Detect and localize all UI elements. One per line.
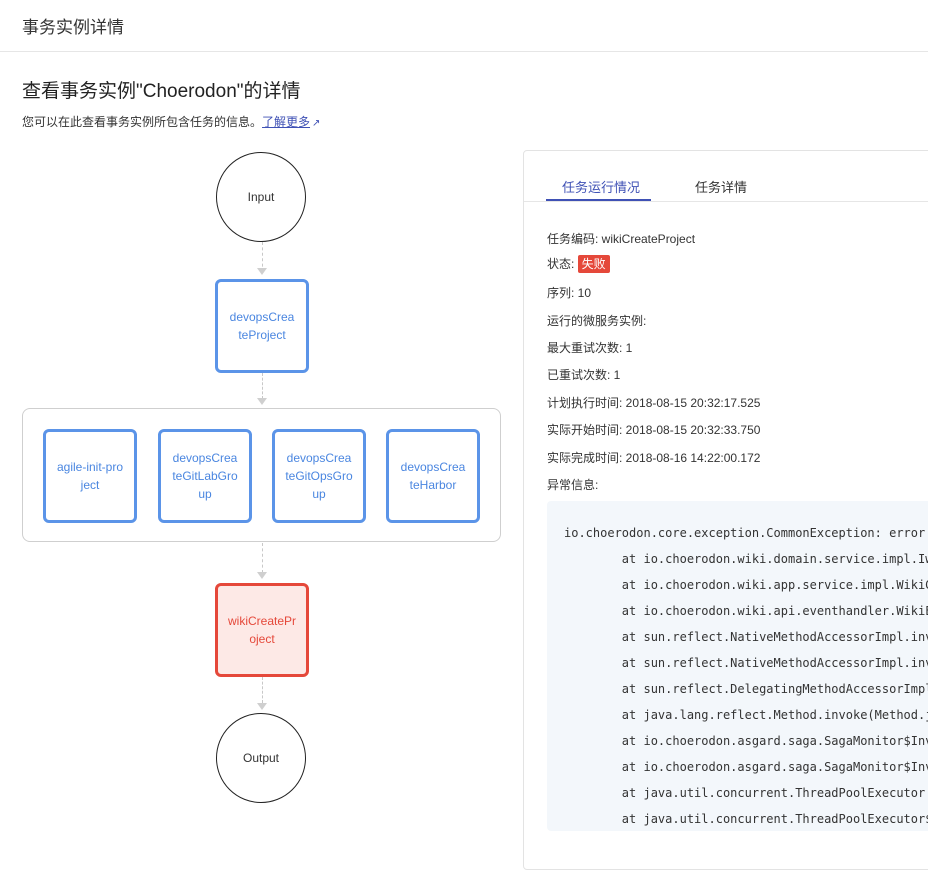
arrow-down-icon <box>257 572 267 579</box>
tab-task-details[interactable]: 任务详情 <box>695 180 748 195</box>
connector <box>262 373 263 399</box>
stacktrace-text: io.choerodon.core.exception.CommonExcept… <box>564 526 928 826</box>
connector <box>262 242 263 272</box>
exception-label: 异常信息: <box>547 478 599 492</box>
flow-input-node[interactable]: Input <box>216 152 306 242</box>
flow-node-devops-create-project[interactable]: devopsCreateProject <box>215 279 309 373</box>
flow-output-node[interactable]: Output <box>216 713 306 803</box>
page-title: 查看事务实例"Choerodon"的详情 <box>22 81 301 102</box>
task-max-retry: 最大重试次数: 1 <box>547 341 633 355</box>
connector <box>262 543 263 573</box>
task-detail-panel: 任务运行情况 任务详情 任务编码: wikiCreateProject 状态: … <box>523 150 928 870</box>
task-status: 状态: 失败 <box>547 255 610 273</box>
flow-node-devops-create-gitops-group[interactable]: devopsCreateGitOpsGroup <box>272 429 366 523</box>
connector <box>262 677 263 703</box>
task-sequence: 序列: 10 <box>547 286 592 300</box>
top-bar: 事务实例详情 <box>0 0 928 52</box>
task-retried: 已重试次数: 1 <box>547 368 621 382</box>
parallel-task-group <box>22 408 501 542</box>
flow-node-devops-create-harbor[interactable]: devopsCreateHarbor <box>386 429 480 523</box>
arrow-down-icon <box>257 268 267 275</box>
status-badge: 失败 <box>577 255 610 273</box>
flow-node-wiki-create-project[interactable]: wikiCreateProject <box>215 583 309 677</box>
tab-run-status[interactable]: 任务运行情况 <box>562 180 641 195</box>
header-title: 事务实例详情 <box>22 18 124 37</box>
external-link-icon: ↗ <box>312 118 321 129</box>
tab-bar: 任务运行情况 任务详情 <box>524 151 928 202</box>
status-label: 状态: <box>547 257 578 271</box>
task-instance: 运行的微服务实例: <box>547 314 647 328</box>
exception-stacktrace[interactable]: io.choerodon.core.exception.CommonExcept… <box>547 501 928 831</box>
flow-node-agile-init-project[interactable]: agile-init-project <box>43 429 137 523</box>
task-started-time: 实际开始时间: 2018-08-15 20:32:33.750 <box>547 423 761 437</box>
flow-node-devops-create-gitlab-group[interactable]: devopsCreateGitLabGroup <box>158 429 252 523</box>
task-code: 任务编码: wikiCreateProject <box>547 232 696 246</box>
learn-more-link[interactable]: 了解更多 <box>262 115 311 129</box>
task-finished-time: 实际完成时间: 2018-08-16 14:22:00.172 <box>547 451 761 465</box>
task-planned-time: 计划执行时间: 2018-08-15 20:32:17.525 <box>547 396 761 410</box>
description-text: 您可以在此查看事务实例所包含任务的信息。 <box>22 115 263 129</box>
arrow-down-icon <box>257 703 267 710</box>
arrow-down-icon <box>257 398 267 405</box>
active-tab-indicator <box>546 199 651 201</box>
page-description: 您可以在此查看事务实例所包含任务的信息。了解更多↗ <box>22 113 320 130</box>
